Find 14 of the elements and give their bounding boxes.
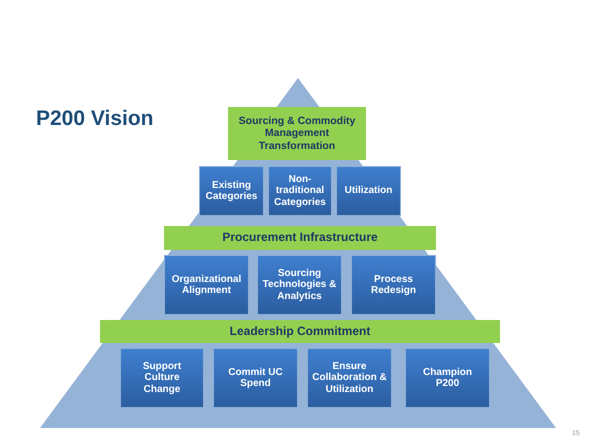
pillar-box: Ensure Collaboration & Utilization: [307, 348, 392, 408]
tier-band: Sourcing & Commodity Management Transformation: [228, 107, 366, 160]
pillar-box: Organizational Alignment: [164, 255, 249, 315]
pillar-box: Utilization: [336, 166, 401, 216]
tier-band: Leadership Commitment: [100, 320, 500, 343]
tier-band: Procurement Infrastructure: [164, 226, 436, 250]
slide-title: P200 Vision: [36, 107, 154, 131]
pillar-box: Support Culture Change: [120, 348, 204, 408]
pillar-box: Non-traditional Categories: [268, 166, 332, 216]
pillar-box: Existing Categories: [199, 166, 264, 216]
pillar-box: Champion P200: [405, 348, 490, 408]
pillar-box: Commit UC Spend: [213, 348, 298, 408]
pillar-box: Process Redesign: [351, 255, 436, 315]
pillar-box: Sourcing Technologies & Analytics: [257, 255, 342, 315]
